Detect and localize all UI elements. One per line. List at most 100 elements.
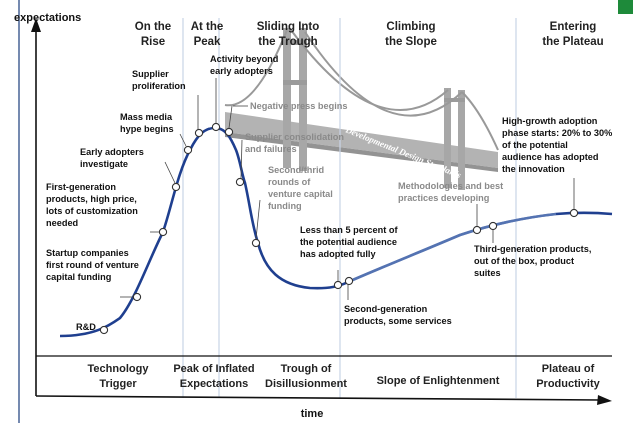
stage-sliding-line1: Sliding Into xyxy=(257,21,320,33)
annotation-early-adopters-2: investigate xyxy=(80,159,128,169)
annotation-negative-press: Negative press begins xyxy=(250,101,348,111)
annotation-startup-3: capital funding xyxy=(46,272,111,282)
annotation-less-than-5-3: has adopted fully xyxy=(300,249,376,259)
annotation-supplier-prolif-1: Supplier xyxy=(132,69,169,79)
annotation-rd: R&D xyxy=(76,322,96,332)
y-axis-label: expectations xyxy=(14,12,81,24)
point-methodologies xyxy=(472,225,482,235)
x-axis-label: time xyxy=(301,408,324,420)
annotation-second-gen-1: Second-generation xyxy=(344,304,428,314)
point-less-than-5 xyxy=(333,280,343,290)
leader-negative-press-2 xyxy=(228,105,233,129)
annotations: R&D Startup companies first round of ven… xyxy=(46,54,612,332)
hype-curve-highlight xyxy=(347,212,557,284)
annotation-mass-media-1: Mass media xyxy=(120,112,173,122)
annotation-mass-media-2: hype begins xyxy=(120,124,174,134)
annotation-high-growth-5: the innovation xyxy=(502,164,565,174)
phase-peak-1: Peak of Inflated xyxy=(173,363,254,375)
annotation-second-third-2: rounds of xyxy=(268,177,311,187)
stage-at-the-peak-line1: At the xyxy=(191,21,224,33)
phase-technology-trigger-1: Technology xyxy=(88,363,150,375)
curve-points xyxy=(99,122,579,335)
annotation-supplier-consol-1: Supplier consolidation xyxy=(245,132,344,142)
annotation-supplier-prolif-2: proliferation xyxy=(132,81,186,91)
y-axis-arrow xyxy=(31,18,41,32)
annotation-high-growth-1: High-growth adoption xyxy=(502,116,598,126)
annotation-third-gen-3: suites xyxy=(474,268,501,278)
phase-plateau-1: Plateau of xyxy=(542,363,595,375)
stage-sliding-line2: the Trough xyxy=(258,36,317,48)
bridge-tower-left-b xyxy=(299,28,307,171)
phase-slope-1: Slope of Enlightenment xyxy=(377,375,500,387)
leader-second-third xyxy=(255,199,261,240)
annotation-supplier-consol-2: and failures xyxy=(245,144,297,154)
phase-trough-2: Disillusionment xyxy=(265,378,347,390)
bridge-deck-edge xyxy=(225,132,498,172)
point-early-adopters xyxy=(171,182,181,192)
annotation-less-than-5-2: the potential audience xyxy=(300,237,397,247)
point-supplier-consol xyxy=(235,177,245,187)
annotation-high-growth-3: of the potential xyxy=(502,140,568,150)
point-mass-media xyxy=(183,145,193,155)
annotation-startup-1: Startup companies xyxy=(46,248,129,258)
bridge-tower-left-beam2 xyxy=(283,80,307,85)
annotation-high-growth-2: phase starts: 20% to 30% xyxy=(502,128,612,138)
accent-square xyxy=(618,0,633,14)
stage-on-the-rise-line2: Rise xyxy=(141,36,165,48)
annotation-third-gen-2: out of the box, product xyxy=(474,256,574,266)
bridge-cable-4 xyxy=(461,91,499,151)
point-negative-press xyxy=(224,127,234,137)
point-activity-beyond xyxy=(211,122,221,132)
annotation-second-third-4: funding xyxy=(268,201,302,211)
stage-headers: On the Rise At the Peak Sliding Into the… xyxy=(135,21,604,48)
stage-climbing-line1: Climbing xyxy=(386,21,435,33)
phase-trough-1: Trough of xyxy=(281,363,332,375)
phase-technology-trigger-2: Trigger xyxy=(99,378,137,390)
point-third-gen xyxy=(488,221,498,231)
annotation-first-gen-2: products, high price, xyxy=(46,194,137,204)
bridge-tower-left-beam xyxy=(283,40,307,45)
bridge-tower-right-beam xyxy=(444,98,465,102)
annotation-methodologies-2: practices developing xyxy=(398,193,489,203)
bridge-cable-3 xyxy=(304,31,463,117)
point-supplier-prolif xyxy=(194,128,204,138)
phase-peak-2: Expectations xyxy=(180,378,248,390)
stage-entering-line1: Entering xyxy=(550,21,597,33)
point-startup xyxy=(132,292,142,302)
annotation-first-gen-3: lots of customization xyxy=(46,206,138,216)
point-first-gen xyxy=(158,227,168,237)
annotation-startup-2: first round of venture xyxy=(46,260,139,270)
bridge-tower-right-a xyxy=(444,88,451,188)
bridge-tower-right-b xyxy=(458,90,465,190)
annotation-second-third-1: Second/thrid xyxy=(268,165,324,175)
phase-plateau-2: Productivity xyxy=(536,378,600,390)
annotation-activity-beyond-2: early adopters xyxy=(210,66,273,76)
point-high-growth xyxy=(569,208,579,218)
annotation-early-adopters-1: Early adopters xyxy=(80,147,144,157)
x-axis xyxy=(35,395,601,401)
annotation-first-gen-4: needed xyxy=(46,218,78,228)
annotation-second-gen-2: products, some services xyxy=(344,316,452,326)
annotation-first-gen-1: First-generation xyxy=(46,182,116,192)
leader-lines xyxy=(120,78,575,300)
stage-at-the-peak-line2: Peak xyxy=(194,36,221,48)
leader-early-adopters xyxy=(164,161,176,184)
stage-on-the-rise-line1: On the xyxy=(135,21,171,33)
stage-entering-line2: the Plateau xyxy=(542,36,603,48)
annotation-second-third-3: venture capital xyxy=(268,189,333,199)
phase-labels: Technology Trigger Peak of Inflated Expe… xyxy=(88,363,601,390)
leader-mass-media xyxy=(179,133,187,147)
annotation-high-growth-4: audience has adopted xyxy=(502,152,599,162)
annotation-less-than-5-1: Less than 5 percent of xyxy=(300,225,398,235)
point-second-gen xyxy=(344,276,354,286)
point-second-third xyxy=(251,238,261,248)
stage-climbing-line2: the Slope xyxy=(385,36,437,48)
annotation-third-gen-1: Third-generation products, xyxy=(474,244,591,254)
annotation-methodologies-1: Methodologies and best xyxy=(398,181,503,191)
bridge-deck xyxy=(225,112,498,168)
bridge-cable-1 xyxy=(224,29,288,107)
bridge-tower-left-a xyxy=(283,28,291,168)
leader-supplier-consol xyxy=(240,139,243,179)
